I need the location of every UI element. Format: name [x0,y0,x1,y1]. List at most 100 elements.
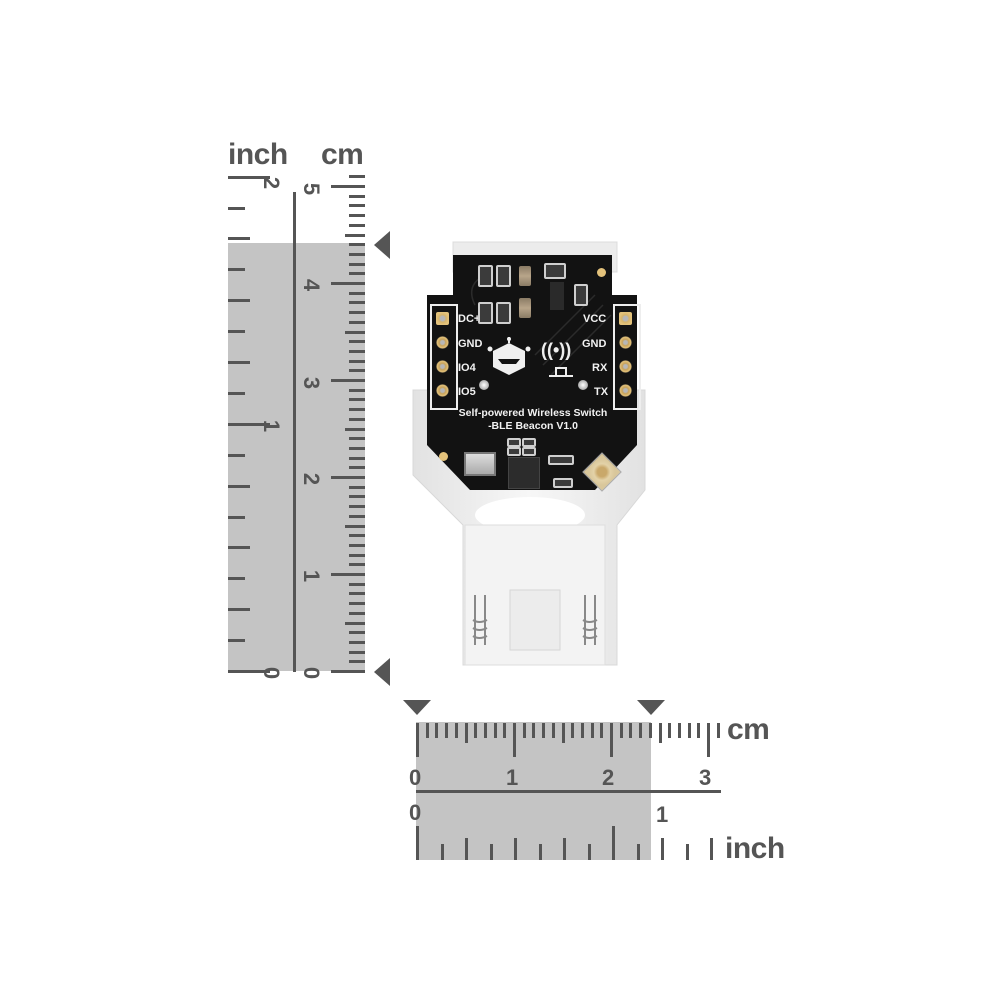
inch-h-tick-mark [489,844,493,860]
pin-label-io4: IO4 [458,362,476,374]
cm-tick-mark [331,185,365,188]
smd-diode-3 [478,302,493,324]
regulator-ic [550,282,564,310]
cm-h-tick-mark [445,723,449,738]
smd-r4 [522,447,536,456]
vertical-inch-label: inch [228,138,288,171]
inch-h-tick-mark [587,844,591,860]
cm-tick-mark [345,233,365,237]
cm-tick-mark [349,582,365,586]
cm-h-tick-3: 3 [699,765,712,790]
pin-label-io5: IO5 [458,386,476,398]
cm-tick-0: 0 [299,666,325,680]
cm-tick-mark [349,349,365,353]
inch-h-tick-mark [440,844,444,860]
cm-tick-5: 5 [299,182,325,196]
smd-r1 [507,438,521,447]
cm-h-tick-mark [571,723,575,738]
inch-h-tick-mark [538,844,542,860]
cm-tick-mark [349,514,365,518]
pin-label-rx: RX [592,362,608,374]
inch-h-tick-mark [563,838,566,860]
cm-tick-mark [349,456,365,460]
robot-logo-icon [487,337,531,375]
right-header-outline [613,304,641,410]
cm-tick-mark [349,495,365,499]
cm-h-tick-mark [668,723,672,738]
cm-tick-mark [349,214,365,218]
inch-tick-mark [228,330,245,334]
cm-tick-mark [349,534,365,538]
inch-h-tick-mark [661,838,664,860]
cm-tick-mark [349,611,365,615]
cm-tick-mark [331,476,365,479]
horizontal-ruler-divider [416,790,721,793]
cm-h-tick-mark [454,723,458,738]
cm-tick-mark [349,563,365,567]
left-header-outline [430,304,458,410]
board-title-line2: -BLE Beacon V1.0 [488,420,578,432]
inch-tick-mark [228,268,245,272]
vertical-cm-label: cm [321,138,364,171]
cm-tick-mark [345,427,365,431]
cm-h-tick-0: 0 [409,765,422,790]
inch-tick-mark [228,608,250,612]
cm-h-tick-mark [522,723,526,738]
pin-label-vcc: VCC [583,313,607,325]
mounting-hole-bottom [439,452,448,461]
cm-h-tick-mark [483,723,487,738]
inch-tick-mark [228,206,245,210]
cm-tick-mark [349,320,365,324]
smd-r6 [553,478,573,488]
cm-tick-mark [331,670,365,673]
horizontal-inch-label: inch [725,832,785,865]
capacitor-1 [519,266,531,286]
inch-tick-mark [228,577,245,581]
cm-tick-mark [349,446,365,450]
cm-tick-mark [331,379,365,382]
inch-tick-mark [228,237,250,241]
right-pin-4 [619,384,632,397]
cm-tick-mark [349,437,365,441]
left-pin-2 [436,336,449,349]
cm-tick-mark [349,252,365,256]
cm-h-tick-mark [513,723,516,757]
inch-h-tick-mark [636,844,640,860]
smd-diode-1 [478,265,493,287]
mounting-hole-top [597,268,606,277]
cm-tick-mark [349,243,365,247]
cm-h-tick-mark [610,723,613,757]
cm-h-tick-mark [503,723,507,738]
inch-tick-mark [228,639,245,643]
smd-diode-5 [574,284,588,306]
smd-diode-2 [496,265,511,287]
cm-tick-mark [349,543,365,547]
inch-tick-mark [228,422,270,426]
cm-tick-mark [349,485,365,489]
pin-label-gnd-left: GND [458,338,483,350]
cm-tick-mark [349,388,365,392]
inch-tick-2: 2 [259,176,285,190]
mounting-hole-right [578,380,588,390]
cm-h-tick-mark [561,723,565,743]
pin-label-gnd-right: GND [582,338,607,350]
left-pin-1 [436,312,449,325]
cm-h-tick-mark [629,723,633,738]
capacitor-2 [519,298,531,318]
cm-tick-mark [349,660,365,664]
cm-h-tick-mark [464,723,468,743]
inch-tick-mark [228,299,250,303]
inch-tick-mark [228,670,270,673]
bottom-marker-triangle-icon [374,658,390,686]
cm-tick-mark [349,272,365,276]
board-title-line1: Self-powered Wireless Switch [458,407,608,419]
inch-tick-mark [228,515,245,519]
cm-h-tick-mark [425,723,429,738]
cm-h-tick-mark [648,723,652,738]
inch-h-tick-mark [612,826,615,860]
wireless-signal-icon: ((•)) [541,340,572,360]
cm-tick-mark [349,262,365,266]
left-pin-4 [436,384,449,397]
cm-h-tick-mark [542,723,546,738]
inch-tick-0: 0 [259,666,285,680]
